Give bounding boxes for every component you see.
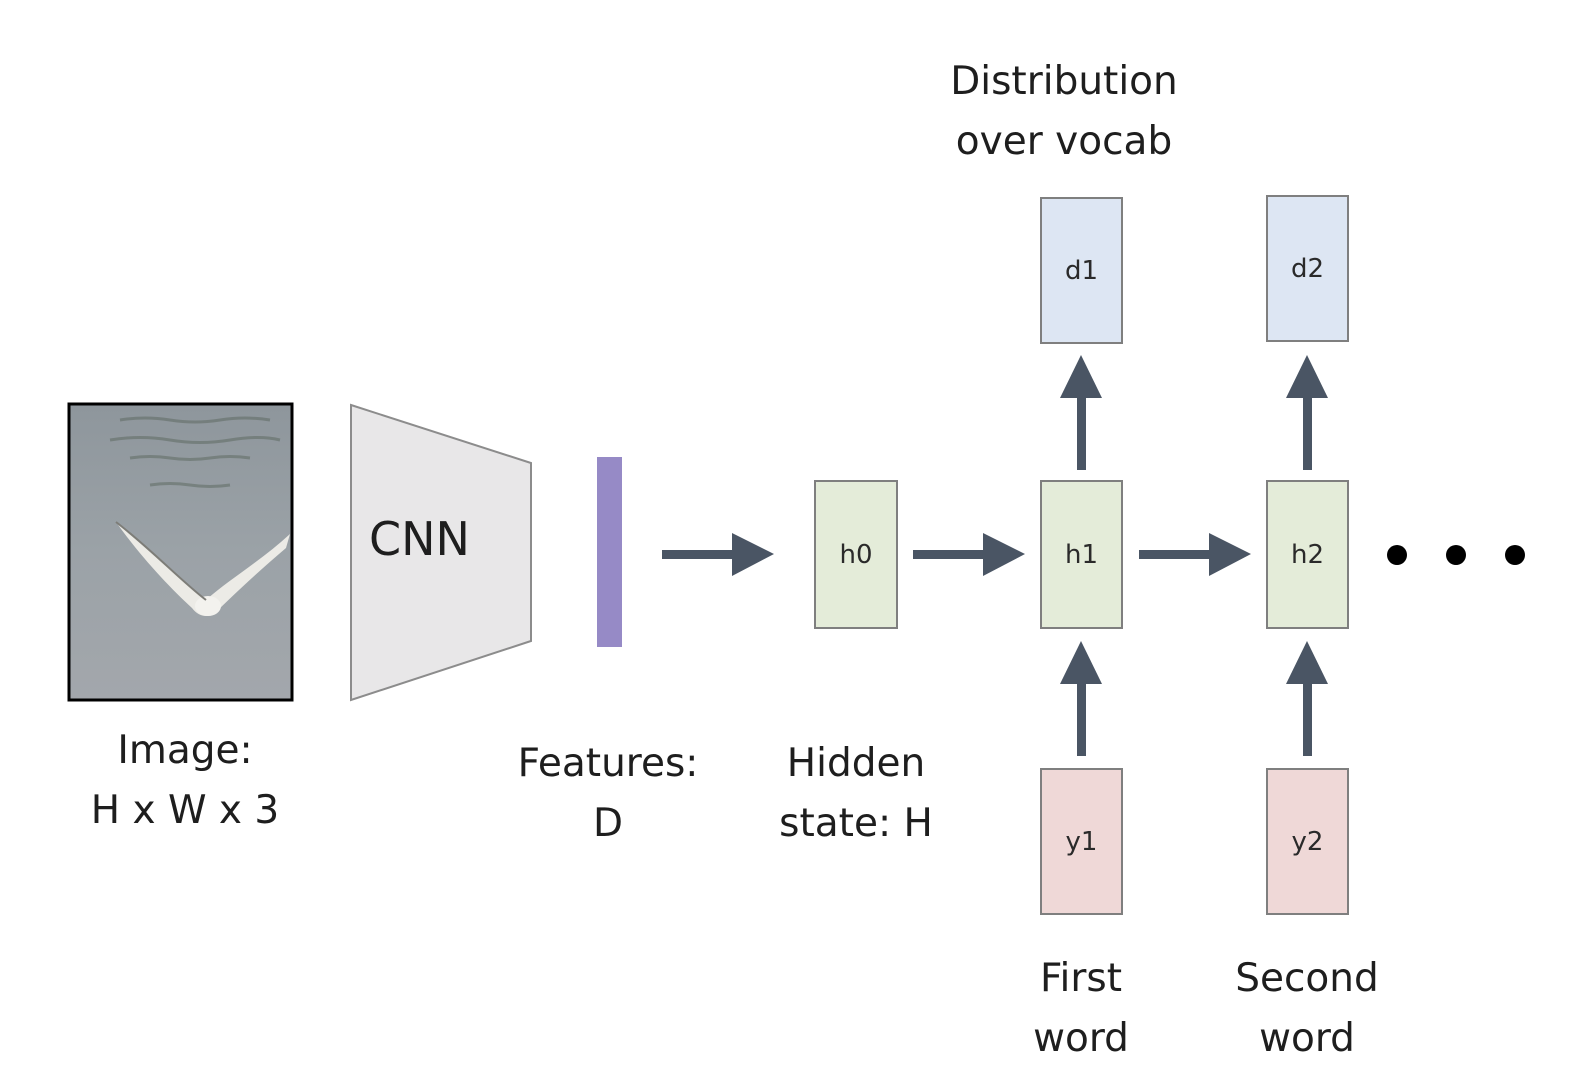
- arrow-y2-to-h2: [1286, 641, 1328, 756]
- features-label-line-1: Features:: [517, 741, 699, 786]
- bird-icon: [115, 521, 290, 616]
- hidden-node-h1: h1: [1040, 480, 1123, 629]
- features-label-line-2: D: [592, 801, 624, 846]
- continuation-dot: [1387, 545, 1407, 565]
- arrow-features-to-h0: [662, 533, 774, 576]
- input-node-y2: y2: [1266, 768, 1349, 915]
- image-label-line-1: Image:: [117, 728, 253, 773]
- image-label-line-2: H x W x 3: [90, 788, 280, 833]
- feature-vector-bar: [597, 457, 622, 647]
- hidden-state-label-line-2: state: H: [779, 801, 933, 846]
- second-word-label: Second word: [1197, 949, 1417, 1069]
- water-ripples: [109, 416, 281, 488]
- output-node-d1: d1: [1040, 197, 1123, 344]
- distribution-label-line-1: Distribution: [950, 59, 1178, 104]
- continuation-dot: [1505, 545, 1525, 565]
- arrow-h0-to-h1: [913, 533, 1025, 576]
- continuation-dot: [1446, 545, 1466, 565]
- second-word-label-line-1: Second: [1235, 956, 1379, 1001]
- hidden-state-label: Hidden state: H: [746, 734, 966, 854]
- cnn-label: CNN: [369, 512, 470, 566]
- features-label: Features: D: [498, 734, 718, 854]
- second-word-label-line-2: word: [1259, 1016, 1355, 1061]
- distribution-label-line-2: over vocab: [955, 119, 1173, 164]
- hidden-node-h2: h2: [1266, 480, 1349, 629]
- first-word-label: First word: [981, 949, 1181, 1069]
- first-word-label-line-2: word: [1033, 1016, 1129, 1061]
- input-node-y1: y1: [1040, 768, 1123, 915]
- hidden-state-label-line-1: Hidden: [786, 741, 926, 786]
- input-photo: [67, 402, 294, 702]
- arrow-h2-to-d2: [1286, 355, 1328, 470]
- distribution-label: Distribution over vocab: [924, 52, 1204, 172]
- output-node-d2: d2: [1266, 195, 1349, 342]
- image-label: Image: H x W x 3: [60, 721, 310, 841]
- cnn-block: [350, 403, 532, 702]
- arrow-h1-to-h2: [1139, 533, 1251, 576]
- arrow-y1-to-h1: [1060, 641, 1102, 756]
- first-word-label-line-1: First: [1039, 956, 1123, 1001]
- hidden-node-h0: h0: [814, 480, 898, 629]
- arrow-h1-to-d1: [1060, 355, 1102, 470]
